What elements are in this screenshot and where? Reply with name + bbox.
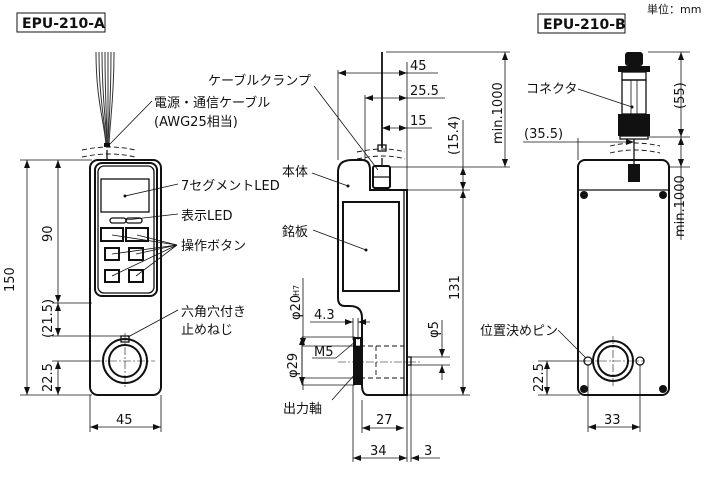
- dim-pin-protrusion: 3: [424, 444, 432, 459]
- button: [104, 269, 120, 283]
- dim-cable-length-side: min.1000: [491, 82, 506, 144]
- label-setscrew-1: 六角穴付き: [181, 305, 246, 320]
- dim-hub-diameter: φ29: [286, 353, 301, 378]
- label-body: 本体: [282, 165, 308, 180]
- button: [128, 247, 144, 261]
- dim-bore-depth: 4.3: [314, 308, 335, 323]
- body-outline-side: [337, 159, 408, 396]
- dim-body-height: 131: [448, 275, 463, 300]
- dim-lower-depth: 27: [376, 413, 393, 428]
- connector-icon: [609, 52, 661, 182]
- corner-bolt: [580, 191, 588, 199]
- label-output-shaft: 出力軸: [283, 402, 322, 417]
- label-locating-pin: 位置決めピン: [480, 324, 558, 339]
- label-operation-buttons: 操作ボタン: [181, 238, 246, 254]
- nameplate: [342, 201, 400, 292]
- unit-label: 単位：mm: [647, 2, 701, 16]
- dim-width-a: 45: [116, 413, 133, 428]
- dim-clamp-height: (15.4): [447, 116, 462, 155]
- label-power-cable: 電源・通信ケーブル: [154, 95, 270, 111]
- dim-clamp-offset: 25.5: [410, 84, 439, 99]
- button: [100, 227, 124, 242]
- dim-shaft-height-b: 22.5: [532, 363, 547, 392]
- dim-panel-height: 90: [41, 225, 56, 242]
- title-epu-210-a: EPU-210-A: [22, 16, 105, 32]
- seven-segment-display: [100, 178, 150, 213]
- dim-pin-pitch: 33: [604, 413, 621, 428]
- view-side: 45 25.5 15 min.1000 (15.4) 131 φ5 φ29: [208, 51, 510, 462]
- corner-bolt: [580, 385, 588, 393]
- dim-lower-height: (21.5): [41, 299, 56, 338]
- locating-pin-side: [406, 356, 412, 366]
- body-outline-b: [577, 159, 670, 396]
- dim-overall-height: 150: [3, 267, 18, 292]
- title-epu-210-b: EPU-210-B: [543, 17, 626, 33]
- output-shaft-side: [353, 337, 362, 385]
- dim-connector-height: (55): [673, 82, 688, 109]
- label-awg: (AWG25相当): [154, 115, 238, 130]
- view-epu-210-a: EPU-210-A: [3, 12, 280, 432]
- corner-bolt: [659, 385, 667, 393]
- button: [104, 247, 120, 261]
- dim-top-width: 45: [410, 59, 427, 74]
- title-box-a: [16, 12, 106, 33]
- label-indicator-led: 表示LED: [181, 209, 232, 224]
- label-cable-clamp: ケーブルクランプ: [208, 73, 311, 89]
- dim-shaft-height-a: 22.5: [41, 363, 56, 392]
- operation-panel: [94, 162, 158, 297]
- label-connector: コネクタ: [526, 82, 577, 97]
- dim-connector-offset: (35.5): [524, 127, 563, 142]
- dim-cable-length-b: min.1000: [673, 175, 688, 237]
- cable-wires-icon: [81, 51, 136, 160]
- dim-cable-offset: 15: [410, 114, 427, 129]
- dim-pin-diameter: φ5: [427, 321, 442, 338]
- button: [128, 269, 144, 283]
- label-seven-segment-led: 7セグメントLED: [181, 179, 280, 194]
- button: [125, 227, 149, 242]
- operation-buttons: [100, 227, 149, 283]
- dim-bore-diameter: φ20: [289, 295, 304, 320]
- dim-shaft-depth: 34: [370, 444, 387, 459]
- hidden-bore: [338, 345, 420, 379]
- label-nameplate: 銘板: [282, 225, 308, 240]
- dim-bore-tolerance: H7: [292, 285, 301, 296]
- title-box-b: [537, 13, 626, 34]
- corner-bolt: [659, 191, 667, 199]
- label-setscrew-2: 止めねじ: [181, 323, 233, 338]
- label-m5-thread: M5: [314, 345, 334, 360]
- view-epu-210-b: EPU-210-B: [480, 13, 690, 432]
- indicator-led: [109, 217, 127, 224]
- body-outline-a: [89, 159, 162, 396]
